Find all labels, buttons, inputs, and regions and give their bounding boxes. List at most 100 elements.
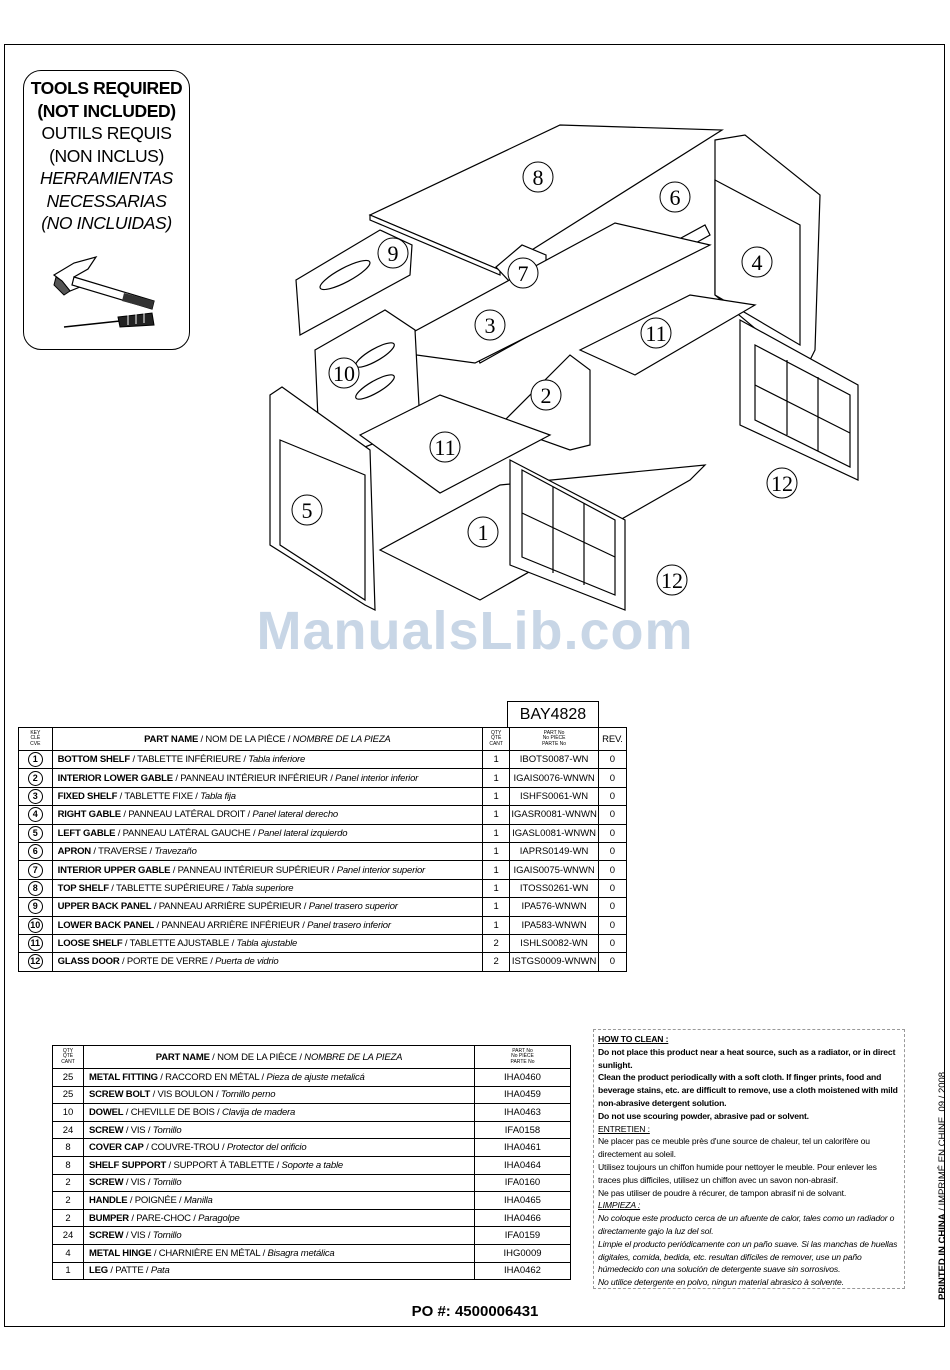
part-name-cell: TOP SHELF / TABLETTE SUPÉRIEURE / Tabla … (51, 878, 484, 899)
part-name-es: Manilla (183, 1194, 213, 1206)
header-es: NOMBRE DE LA PIEZA (304, 1051, 403, 1063)
part-no-cell: IBOTS0087-WN (509, 749, 599, 770)
key-cell: 10 (18, 915, 53, 935)
clean-fr-title: ENTRETIEN : (598, 1123, 650, 1134)
part-name-fr: CHARNIÈRE EN MÉTAL (158, 1247, 261, 1259)
part-name-fr: PATTE (115, 1265, 144, 1277)
part-no-cell: IGAIS0075-WNWN (509, 860, 599, 880)
part-no-header-es: PARTE No (542, 740, 567, 747)
part-name-en: COVER CAP (89, 1142, 144, 1154)
fixed-shelf-3 (378, 222, 712, 364)
part-name-fr: PANNEAU LATÉRAL DROIT (128, 809, 246, 821)
part-name-fr: POIGNÉE (134, 1194, 177, 1206)
part-no-cell: ITOSS0261-WN (509, 878, 599, 899)
part-name-en: INTERIOR UPPER GABLE (57, 864, 171, 876)
part-no-cell: IHA0463 (474, 1103, 571, 1122)
part-name-en: TOP SHELF (57, 882, 109, 894)
callout-label: 11 (645, 321, 666, 346)
qty-header: QTY QTÉ CANT (482, 727, 511, 751)
part-name-fr: PANNEAU ARRIÈRE SUPÉRIEUR (158, 901, 302, 913)
clean-en-text: Clean the product periodically with a so… (598, 1072, 898, 1108)
part-no-cell: ISTGS0009-WNWN (509, 952, 599, 972)
callout-label: 3 (485, 313, 496, 338)
callout-label: 2 (541, 383, 552, 408)
qty-cell: 8 (52, 1155, 84, 1175)
clean-title: HOW TO CLEAN : (598, 1034, 669, 1044)
part-name-en: FIXED SHELF (57, 790, 118, 802)
key-badge: 12 (27, 954, 43, 970)
clean-es-text: No coloque este producto cerca de un afu… (598, 1213, 895, 1236)
part-name-es: Pieza de ajuste metalicá (266, 1071, 365, 1083)
part-name-es: Bisagra metálica (267, 1247, 335, 1259)
part-name-en: APRON (57, 846, 92, 858)
key-header-es: CVE (30, 740, 41, 747)
part-no-cell: IPA583-WNWN (509, 915, 599, 935)
clean-fr-text: Ne placer pas ce meuble près d'une sourc… (598, 1136, 870, 1160)
part-name-en: SCREW (89, 1124, 124, 1136)
rev-cell: 0 (597, 768, 628, 788)
key-cell: 8 (18, 878, 53, 899)
model-number: BAY4828 (507, 701, 599, 727)
part-name-fr: COUVRE-TROU (151, 1142, 220, 1154)
part-name-es: Panel trasero superior (308, 901, 398, 913)
part-name-fr: VIS (130, 1230, 146, 1242)
part-name-cell: APRON / TRAVERSE / Travezaño (51, 841, 484, 862)
part-name-es: Panel interior inferior (335, 772, 419, 784)
part-name-es: Panel lateral derecho (252, 809, 339, 821)
part-name-cell: SHELF SUPPORT / SUPPORT À TABLETTE / Sop… (83, 1155, 475, 1175)
part-name-fr: TABLETTE SUPÉRIEURE (115, 882, 224, 894)
hammer-icon (52, 255, 155, 310)
qty-cell: 4 (52, 1243, 84, 1263)
callout-label: 12 (771, 471, 793, 496)
part-name-cell: GLASS DOOR / PORTE DE VERRE / Puerta de … (51, 952, 484, 972)
qty-cell: 1 (482, 878, 511, 899)
qty-cell: 1 (482, 786, 511, 807)
qty-cell: 24 (52, 1226, 84, 1245)
key-badge: 4 (27, 807, 43, 823)
part-name-fr: PANNEAU INTÉRIEUR SUPÉRIEUR (177, 864, 330, 876)
part-no-cell: IAPRS0149-WN (509, 841, 599, 862)
part-name-es: Tabla fija (200, 790, 236, 802)
key-badge: 1 (27, 752, 43, 768)
key-header: KEY CLÉ CVE (18, 727, 53, 751)
exploded-assembly-diagram: 8 6 9 7 4 3 11 10 2 11 5 1 12 12 (269, 124, 859, 611)
qty-cell: 10 (52, 1103, 84, 1122)
hardware-table: QTY QTÉ CANT PART NAME / NOM DE LA PIÈCE… (52, 1045, 571, 1281)
qty-cell: 2 (482, 952, 511, 972)
part-no-cell: IHA0464 (474, 1155, 571, 1175)
part-no-header-en: PART No (543, 729, 565, 736)
key-badge: 10 (27, 917, 43, 933)
part-name-fr: TABLETTE FIXE (124, 790, 193, 802)
part-name-header: PART NAME / NOM DE LA PIÈCE / NOMBRE DE … (51, 727, 484, 751)
callout-label: 6 (670, 185, 681, 210)
tools-line: NECESSARIAS (46, 190, 167, 211)
callout-label: 7 (518, 261, 529, 286)
part-name-en: BUMPER (89, 1212, 129, 1224)
part-no-cell: IHA0465 (474, 1191, 571, 1210)
rev-cell: 0 (597, 878, 628, 899)
part-name-cell: COVER CAP / COUVRE-TROU / Protector del … (83, 1138, 475, 1157)
part-name-en: LEFT GABLE (57, 827, 116, 839)
part-name-en: UPPER BACK PANEL (57, 901, 152, 913)
qty-header-en: QTY (491, 729, 502, 736)
callout-label: 9 (388, 241, 399, 266)
rev-cell: 0 (597, 805, 628, 825)
callout-label: 1 (478, 520, 489, 545)
tools-line: TOOLS REQUIRED (30, 78, 183, 98)
printed-in-en: PRINTED IN CHINA (937, 1213, 948, 1300)
key-header-en: KEY (30, 729, 41, 736)
qty-header: QTY QTÉ CANT (52, 1045, 84, 1069)
qty-cell: 1 (482, 768, 511, 788)
page-frame (4, 44, 945, 1327)
qty-cell: 2 (52, 1191, 84, 1210)
part-name-es: Tornillo (152, 1177, 182, 1189)
